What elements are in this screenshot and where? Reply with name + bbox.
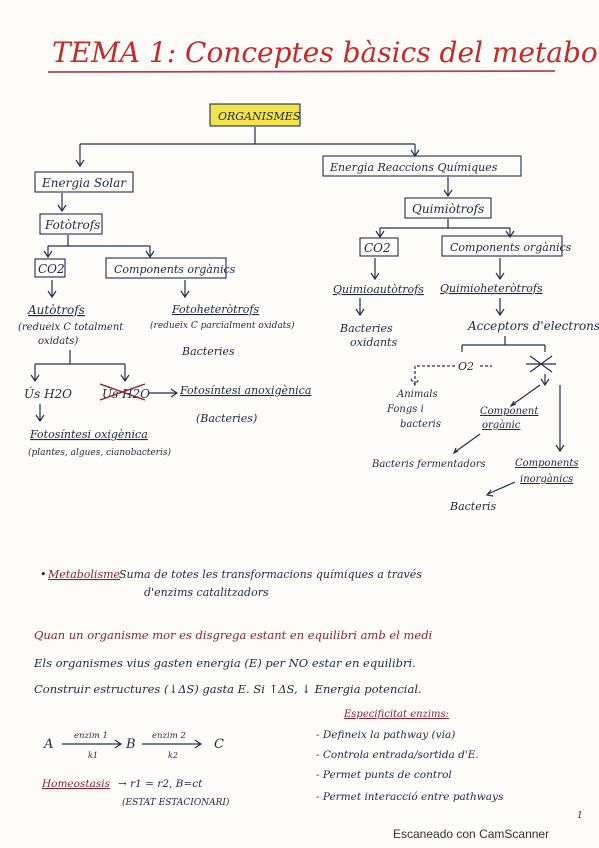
animals-1: Animals bbox=[396, 389, 438, 400]
fotoheterotrofs-label: Fotoheteròtrofs bbox=[171, 303, 259, 316]
bacteries-oxidants-1: Bacteries bbox=[339, 322, 393, 335]
metabolisme-def-2: d'enzims catalitzadors bbox=[144, 586, 269, 599]
o2-label: O2 bbox=[458, 360, 474, 373]
fotosintesi-oxig-note: (plantes, algues, cianobacteris) bbox=[28, 447, 171, 458]
enzim-2: enzim 2 bbox=[152, 731, 186, 741]
energia-reaccions-arrow bbox=[443, 177, 453, 198]
especificitat-item: - Permet interacció entre pathways bbox=[316, 791, 504, 803]
o2-dashed bbox=[410, 365, 492, 387]
homeostasis-term: Homeostasis bbox=[41, 778, 111, 790]
scanner-footer: Escaneado con CamScanner bbox=[393, 827, 549, 841]
quimioheterotrofs-label: Quimioheteròtrofs bbox=[440, 282, 543, 295]
co2-left-label: CO2 bbox=[38, 262, 65, 276]
root-highlight bbox=[210, 104, 300, 126]
co2-right-box bbox=[359, 237, 399, 257]
fotosintesi-anox-label: Fotosíntesi anoxigènica bbox=[179, 384, 311, 397]
metabolisme-bullet: • bbox=[40, 568, 47, 581]
metabolisme-def-1: Suma de totes les transformacions químiq… bbox=[119, 568, 422, 581]
anox-bacteries: (Bacteries) bbox=[196, 412, 257, 425]
autotrofs-note-2: oxidats) bbox=[38, 336, 78, 347]
energia-reaccions-label: Energia Reaccions Químiques bbox=[329, 161, 498, 174]
k1: k1 bbox=[88, 751, 98, 760]
pathway-arrow-1 bbox=[62, 739, 123, 749]
quimioautotrofs-label: Quimioautòtrofs bbox=[333, 283, 424, 296]
pathway-arrow-2 bbox=[142, 739, 203, 749]
co2-left-box bbox=[34, 258, 66, 278]
pathway-a: A bbox=[43, 737, 53, 752]
especificitat-item: - Permet punts de control bbox=[316, 769, 452, 781]
components-right-label: Components orgànics bbox=[450, 241, 572, 254]
anox-arrow bbox=[148, 388, 179, 398]
quimiotrofs-box bbox=[404, 197, 492, 219]
bacteris-final: Bacteris bbox=[449, 500, 497, 513]
cross-out-mark bbox=[99, 383, 146, 401]
especificitat-item: - Defineix la pathway (via) bbox=[316, 729, 455, 741]
bacteris-final-arrow bbox=[485, 481, 516, 497]
fotosintesi-oxig-label: Fotosíntesi oxigènica bbox=[29, 428, 148, 441]
components-left-box bbox=[105, 257, 227, 279]
components-inorganics-1: Components bbox=[515, 458, 579, 469]
us-h2o-label: Ús H2O bbox=[24, 385, 72, 401]
no-acceptor-arrow bbox=[540, 374, 550, 387]
animals-2: Fongs i bbox=[386, 404, 424, 415]
page-number: 1 bbox=[577, 811, 583, 821]
energia-solar-box bbox=[34, 171, 134, 193]
components-right-box bbox=[441, 235, 563, 257]
level3-arrows bbox=[47, 280, 190, 299]
fototrofs-label: Fotòtrofs bbox=[44, 218, 100, 232]
especificitat-title: Especificitat enzims: bbox=[343, 709, 449, 720]
homeostasis-note: (ESTAT ESTACIONARI) bbox=[122, 797, 230, 808]
pathway-b: B bbox=[125, 737, 136, 752]
title-underline bbox=[47, 70, 556, 73]
fotoheterotrofs-note: (redueix C parcialment oxidats) bbox=[150, 320, 295, 331]
component-organic-2: orgànic bbox=[482, 420, 521, 431]
component-organic-1: Component bbox=[480, 406, 539, 417]
energia-solar-arrow bbox=[57, 193, 67, 213]
enzim-1: enzim 1 bbox=[74, 731, 108, 741]
quimiotrofs-label: Quimiòtrofs bbox=[412, 202, 484, 216]
quimio-sub-arrows bbox=[355, 298, 505, 317]
k2: k2 bbox=[168, 751, 178, 760]
acceptors-label: Acceptors d'electrons bbox=[467, 319, 599, 333]
oxig-arrow bbox=[35, 404, 45, 423]
paragraph-1: Quan un organisme mor es disgrega estant… bbox=[34, 628, 433, 642]
homeostasis-eq: → r1 = r2, B=ct bbox=[118, 778, 203, 790]
fotohet-bacteries: Bacteries bbox=[181, 345, 235, 358]
fermentadors-arrow bbox=[452, 433, 481, 455]
quimio-level-arrows bbox=[370, 258, 505, 281]
autotrofs-split bbox=[30, 350, 130, 383]
fototrofs-box bbox=[39, 213, 103, 235]
autotrofs-note-1: (redueix C totalment bbox=[18, 322, 124, 333]
bacteries-oxidants-2: oxidants bbox=[350, 336, 397, 349]
autotrofs-label: Autòtrofs bbox=[27, 303, 85, 317]
paragraph-2: Els organismes vius gasten energia (E) p… bbox=[33, 656, 416, 670]
especificitat-item: - Controla entrada/sortida d'E. bbox=[316, 749, 479, 761]
no-acceptor-mark bbox=[526, 355, 556, 373]
energia-solar-label: Energia Solar bbox=[41, 176, 127, 190]
energia-reaccions-box bbox=[322, 155, 522, 177]
acceptors-split bbox=[461, 336, 546, 352]
components-inorganics-2: inorgànics bbox=[520, 474, 573, 485]
bacteris-fermentadors: Bacteris fermentadors bbox=[371, 459, 486, 470]
paragraph-3: Construir estructures (↓ΔS) gasta E. Si … bbox=[34, 682, 422, 696]
fototrofs-split bbox=[43, 235, 155, 259]
co2-right-label: CO2 bbox=[364, 241, 391, 255]
root-label: ORGANISMES bbox=[218, 110, 301, 123]
pathway-c: C bbox=[214, 737, 224, 752]
right-branch-arrows bbox=[509, 384, 565, 453]
components-left-label: Components orgànics bbox=[114, 263, 236, 276]
root-connector bbox=[79, 127, 416, 165]
metabolisme-term: Metabolisme bbox=[47, 568, 121, 581]
quimiotrofs-split bbox=[375, 219, 515, 239]
animals-3: bacteris bbox=[400, 419, 441, 430]
page-title: TEMA 1: Conceptes bàsics del metabolisme bbox=[52, 36, 599, 69]
root-box bbox=[209, 103, 301, 127]
